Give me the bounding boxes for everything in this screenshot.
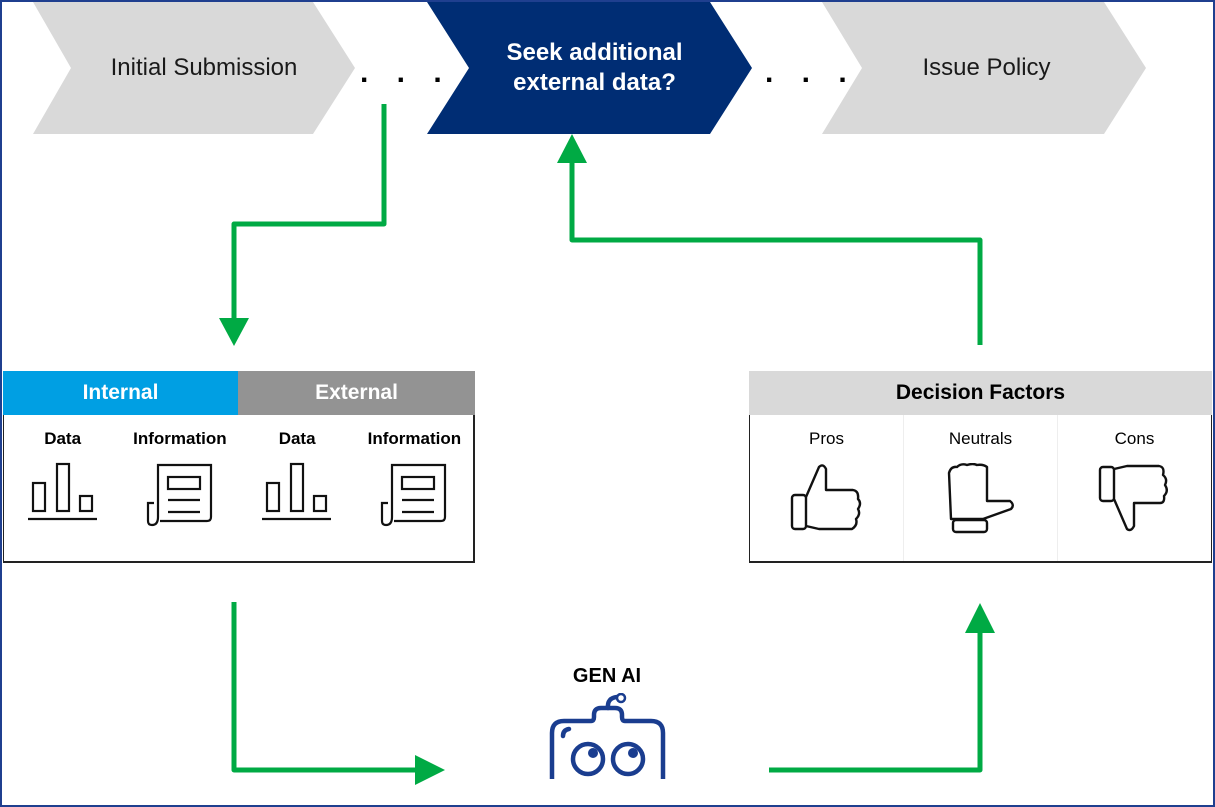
decision-factors-table: Decision Factors Pros Neutrals Cons — [749, 371, 1212, 563]
arrow-step-to-sources — [231, 104, 387, 318]
gen-ai-label: GEN AI — [572, 665, 642, 687]
source-internal-data: Data — [4, 415, 121, 561]
factor-pros: Pros — [750, 415, 904, 561]
step-seek-external-data: Seek additional external data? — [427, 2, 752, 134]
arrowhead-down — [219, 318, 249, 346]
chevron-shape — [822, 2, 1146, 134]
ellipsis-1: . . . . — [360, 56, 489, 89]
factor-cons: Cons — [1058, 415, 1211, 561]
arrow-sources-to-genai — [231, 602, 418, 773]
step-initial-submission: Initial Submission — [33, 2, 355, 134]
factor-neutrals: Neutrals — [904, 415, 1058, 561]
arrow-genai-to-decision — [769, 632, 983, 773]
newspaper-icon — [146, 463, 212, 527]
bar-chart-icon — [27, 462, 97, 521]
column-label: Information — [133, 429, 227, 448]
sources-table: Internal External Data Information Data … — [3, 371, 475, 563]
group-external: External — [238, 371, 475, 415]
chevron-shape — [33, 2, 355, 134]
source-external-information: Information — [356, 415, 473, 561]
source-internal-information: Information — [121, 415, 238, 561]
column-label: Data — [278, 429, 316, 448]
thumbs-up-icon — [790, 464, 861, 531]
bar-chart-icon — [262, 462, 332, 521]
thumbs-sideways-icon — [947, 463, 1014, 534]
column-label: Cons — [1114, 429, 1155, 448]
step-issue-policy: Issue Policy — [822, 2, 1146, 134]
source-external-data: Data — [239, 415, 356, 561]
step-label: Issue Policy — [922, 54, 1051, 81]
step-label-line1: Seek additional — [506, 39, 683, 66]
arrowhead-up-decision — [965, 603, 995, 633]
robot-icon — [549, 693, 666, 779]
chevron-shape — [427, 2, 752, 134]
arrow-decision-to-step — [569, 160, 983, 345]
arrowhead-up-step — [557, 134, 587, 163]
column-label: Information — [367, 429, 462, 448]
thumbs-down-icon — [1098, 464, 1168, 532]
newspaper-icon — [381, 463, 447, 527]
step-label: Initial Submission — [110, 54, 298, 81]
group-internal: Internal — [3, 371, 238, 415]
decision-factors-title: Decision Factors — [749, 371, 1212, 415]
column-label: Pros — [809, 429, 844, 448]
column-label: Data — [44, 429, 82, 448]
step-label-line2: external data? — [513, 69, 676, 96]
column-label: Neutrals — [948, 429, 1013, 448]
arrowhead-right — [415, 755, 445, 785]
